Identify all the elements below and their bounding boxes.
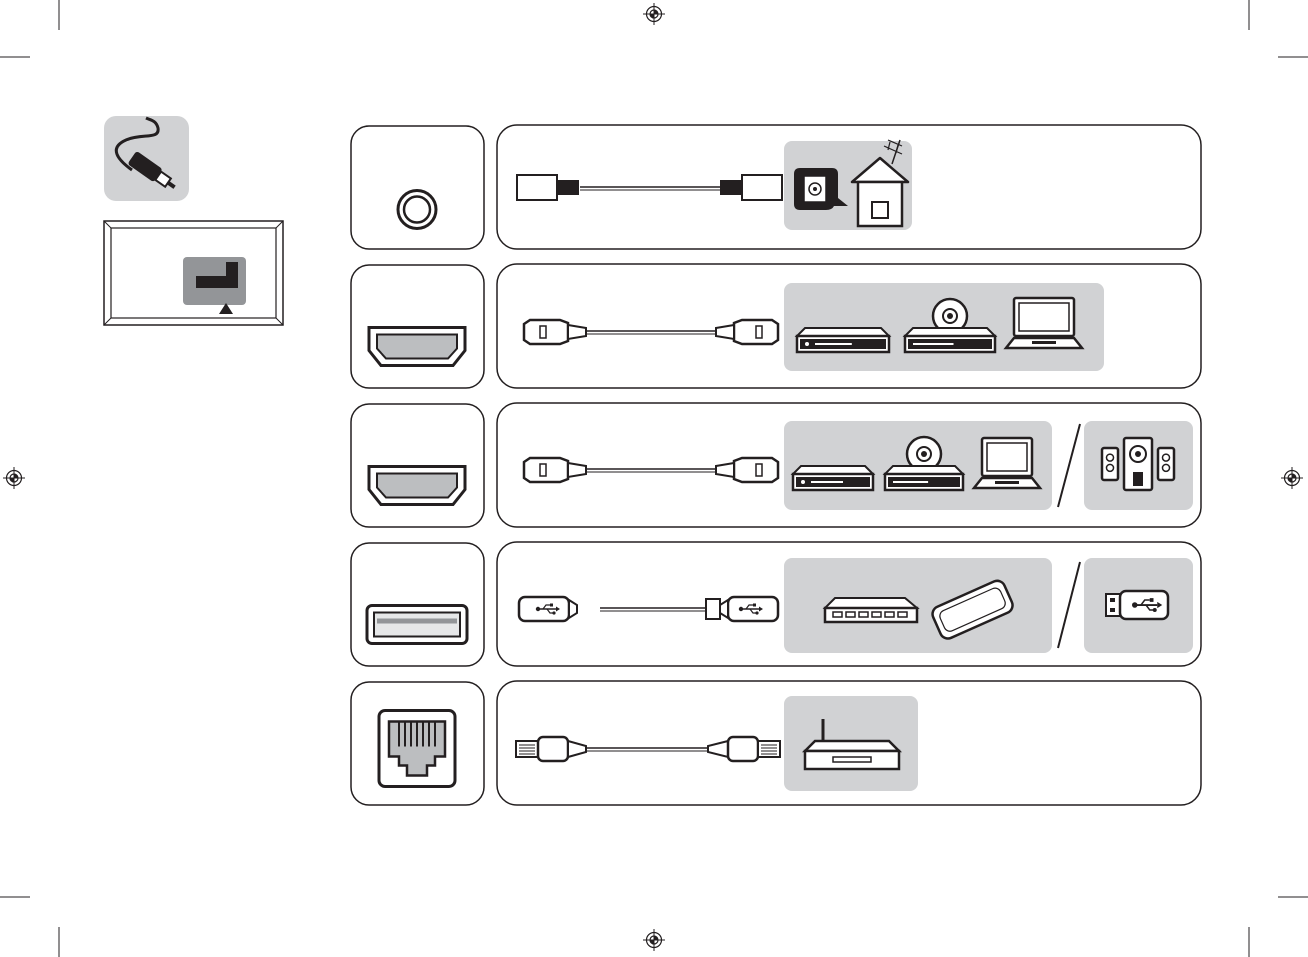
tv-rear-ports-icon [104, 221, 283, 325]
device-panel [497, 403, 1201, 527]
connection-row [351, 125, 1201, 249]
registration-mark-top [643, 3, 665, 25]
port-box [351, 265, 484, 388]
cable-plug-icon [104, 116, 189, 201]
dvd-player-icon [797, 328, 889, 352]
device-group [784, 421, 1052, 510]
laptop-icon [974, 438, 1040, 488]
device-group [784, 140, 912, 230]
device-panel [497, 125, 1201, 249]
device-panel [497, 542, 1201, 666]
connection-row [351, 403, 1201, 527]
device-panel [497, 264, 1201, 388]
laptop-icon [1006, 298, 1082, 348]
port-box [351, 126, 484, 249]
device-group [784, 283, 1104, 371]
dvd-player-icon [793, 466, 873, 490]
port-box [351, 543, 484, 666]
registration-mark-bottom [643, 929, 665, 951]
connection-row [351, 681, 1201, 805]
antenna-coax-port-icon [398, 191, 436, 229]
device-group [784, 696, 918, 791]
registration-mark-left [3, 467, 25, 489]
alt-device-group [1084, 558, 1193, 653]
hdmi-port-icon [369, 328, 465, 366]
connection-row [351, 264, 1201, 388]
alt-device-group [1084, 421, 1193, 510]
usb-hub-icon [825, 598, 917, 622]
device-group [784, 558, 1052, 653]
usb-port-icon [367, 606, 467, 644]
port-box [351, 404, 484, 527]
device-panel [497, 681, 1201, 805]
port-box [351, 682, 484, 805]
connection-row [351, 542, 1201, 666]
ethernet-lan-port-icon [379, 711, 455, 787]
hdmi-arc-port-icon [369, 467, 465, 505]
registration-mark-right [1281, 467, 1303, 489]
